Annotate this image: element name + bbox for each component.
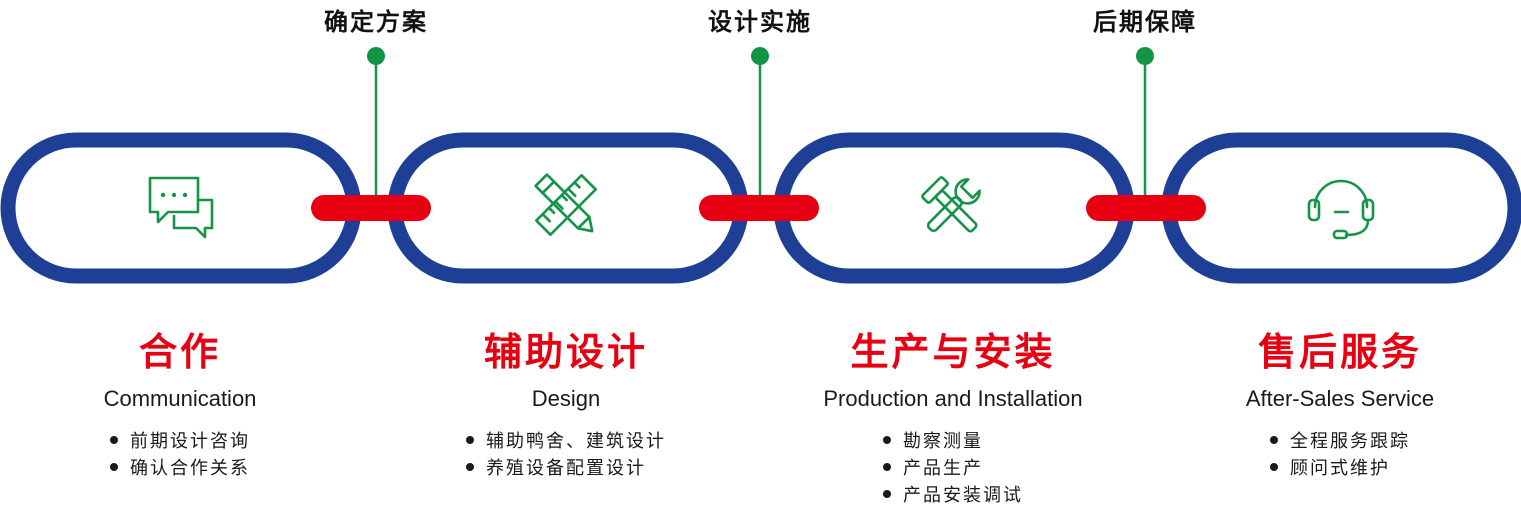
bullet-item: 顾问式维护 (1270, 455, 1410, 482)
stage-bullets: 全程服务跟踪 顾问式维护 (1270, 428, 1410, 482)
wrench-hammer-icon (921, 176, 981, 233)
bullet-item: 辅助鸭舍、建筑设计 (466, 428, 666, 455)
stage-subtitle: After-Sales Service (1245, 386, 1435, 411)
stage-title: 辅助设计 (483, 330, 648, 374)
stage-bullets: 前期设计咨询 确认合作关系 (110, 428, 250, 482)
chain-link-1 (0, 132, 362, 284)
stage-title: 合作 (138, 330, 221, 374)
stage-subtitle: Design (531, 386, 601, 411)
stage-after-sales: 售后服务 After-Sales Service 全程服务跟踪 顾问式维护 (1150, 328, 1521, 482)
bullet-item: 全程服务跟踪 (1270, 428, 1410, 455)
stage-communication: 合作 Communication 前期设计咨询 确认合作关系 (0, 328, 370, 482)
process-chain (0, 47, 1521, 284)
milestone-marker-3 (1136, 47, 1154, 196)
chain-link-4 (1161, 132, 1521, 284)
connector-bar-2 (699, 195, 819, 221)
chain-link-2 (387, 132, 749, 284)
bullet-item: 前期设计咨询 (110, 428, 250, 455)
bullet-item: 产品安装调试 (883, 482, 1023, 509)
stage-title: 售后服务 (1257, 330, 1422, 374)
connector-bar-3 (1086, 195, 1206, 221)
bullet-item: 勘察测量 (883, 428, 1023, 455)
milestone-label-2: 设计实施 (708, 8, 812, 36)
stage-design: 辅助设计 Design 辅助鸭舍、建筑设计 养殖设备配置设计 (376, 328, 756, 482)
stage-title: 生产与安装 (850, 330, 1056, 374)
headset-icon (1307, 179, 1375, 240)
milestone-label-3: 后期保障 (1093, 8, 1197, 36)
stage-bullets: 辅助鸭舍、建筑设计 养殖设备配置设计 (466, 428, 666, 482)
milestone-marker-1 (367, 47, 385, 196)
ruler-pencil-icon (534, 173, 597, 236)
milestone-marker-2 (751, 47, 769, 196)
bullet-item: 确认合作关系 (110, 455, 250, 482)
stage-subtitle: Communication (103, 386, 257, 411)
chat-bubbles-icon (148, 176, 214, 239)
bullet-item: 养殖设备配置设计 (466, 455, 666, 482)
stage-bullets: 勘察测量 产品生产 产品安装调试 (883, 428, 1023, 509)
bullet-item: 产品生产 (883, 455, 1023, 482)
milestone-label-1: 确定方案 (324, 8, 428, 36)
stage-production-installation: 生产与安装 Production and Installation 勘察测量 产… (763, 328, 1143, 509)
chain-link-3 (773, 132, 1135, 284)
stage-subtitle: Production and Installation (823, 386, 1083, 411)
connector-bar-1 (311, 195, 431, 221)
